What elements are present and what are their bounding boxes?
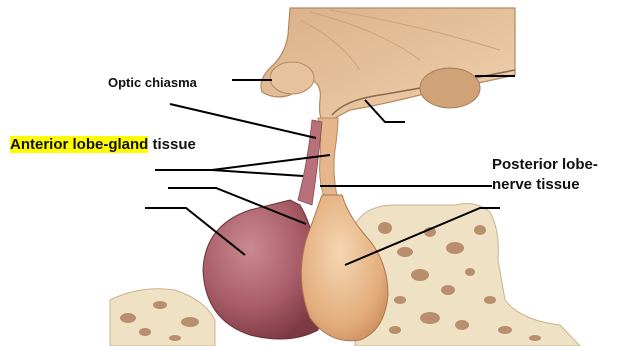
pars-tuberalis — [298, 120, 322, 205]
optic-chiasma — [270, 62, 314, 94]
leader-stalk-top — [170, 104, 316, 138]
label-posterior-lobe: Posterior lobe- nerve tissue — [492, 155, 631, 195]
label-anterior-lobe: Anterior lobe-gland tissue — [10, 136, 196, 153]
mammillary-body — [420, 68, 480, 108]
label-optic-chiasma: Optic chiasma — [108, 75, 197, 90]
label-posterior-line2: nerve tissue — [492, 175, 631, 195]
label-anterior-rest: tissue — [148, 136, 196, 153]
leader-anterior-b — [212, 170, 303, 176]
label-anterior-highlight: Anterior lobe-gland — [10, 136, 148, 153]
label-posterior-line1: Posterior lobe- — [492, 155, 631, 175]
